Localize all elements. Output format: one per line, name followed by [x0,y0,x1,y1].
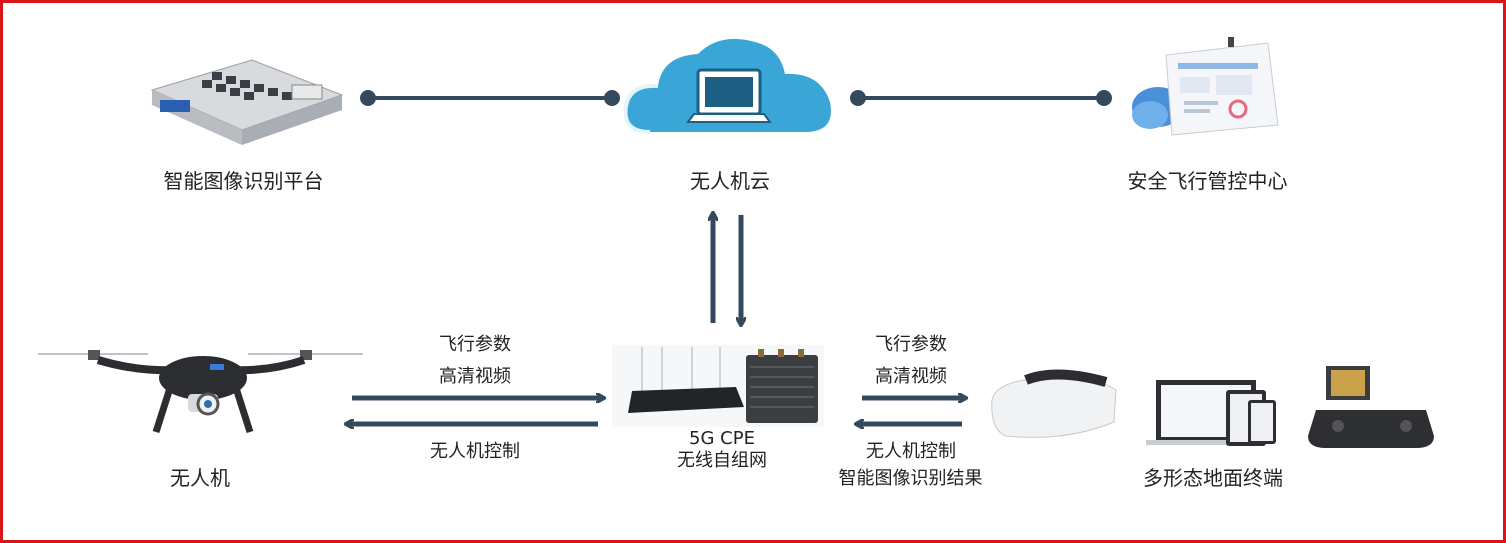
platform-label: 智能图像识别平台 [163,169,324,193]
cloud-center-connector [850,90,1112,106]
control-center-label: 安全飞行管控中心 [1127,169,1288,193]
left-downlink-label: 无人机控制 [430,441,520,462]
terminals-image [991,366,1434,448]
control-center-image [1132,37,1279,136]
platform-hardware-image [150,59,344,145]
cloud-label: 无人机云 [690,169,770,193]
cpe-image [612,345,824,427]
platform-cloud-connector [360,90,620,106]
right-uplink-label-1: 飞行参数 [875,334,947,355]
cpe-label-line1: 5G CPE [689,428,755,449]
drone-label: 无人机 [170,466,230,490]
right-uplink-label-2: 高清视频 [875,366,947,387]
cpe-label: 5G CPE 无线自组网 [652,428,792,472]
left-uplink-label-1: 飞行参数 [439,334,511,355]
right-downlink-label-2: 智能图像识别结果 [838,468,983,489]
terminals-label: 多形态地面终端 [1143,466,1283,490]
cloud-icon [623,38,831,134]
left-uplink-label-2: 高清视频 [439,366,511,387]
cpe-label-line2: 无线自组网 [677,450,767,471]
drone-image [38,350,363,434]
right-downlink-label-1: 无人机控制 [866,441,956,462]
